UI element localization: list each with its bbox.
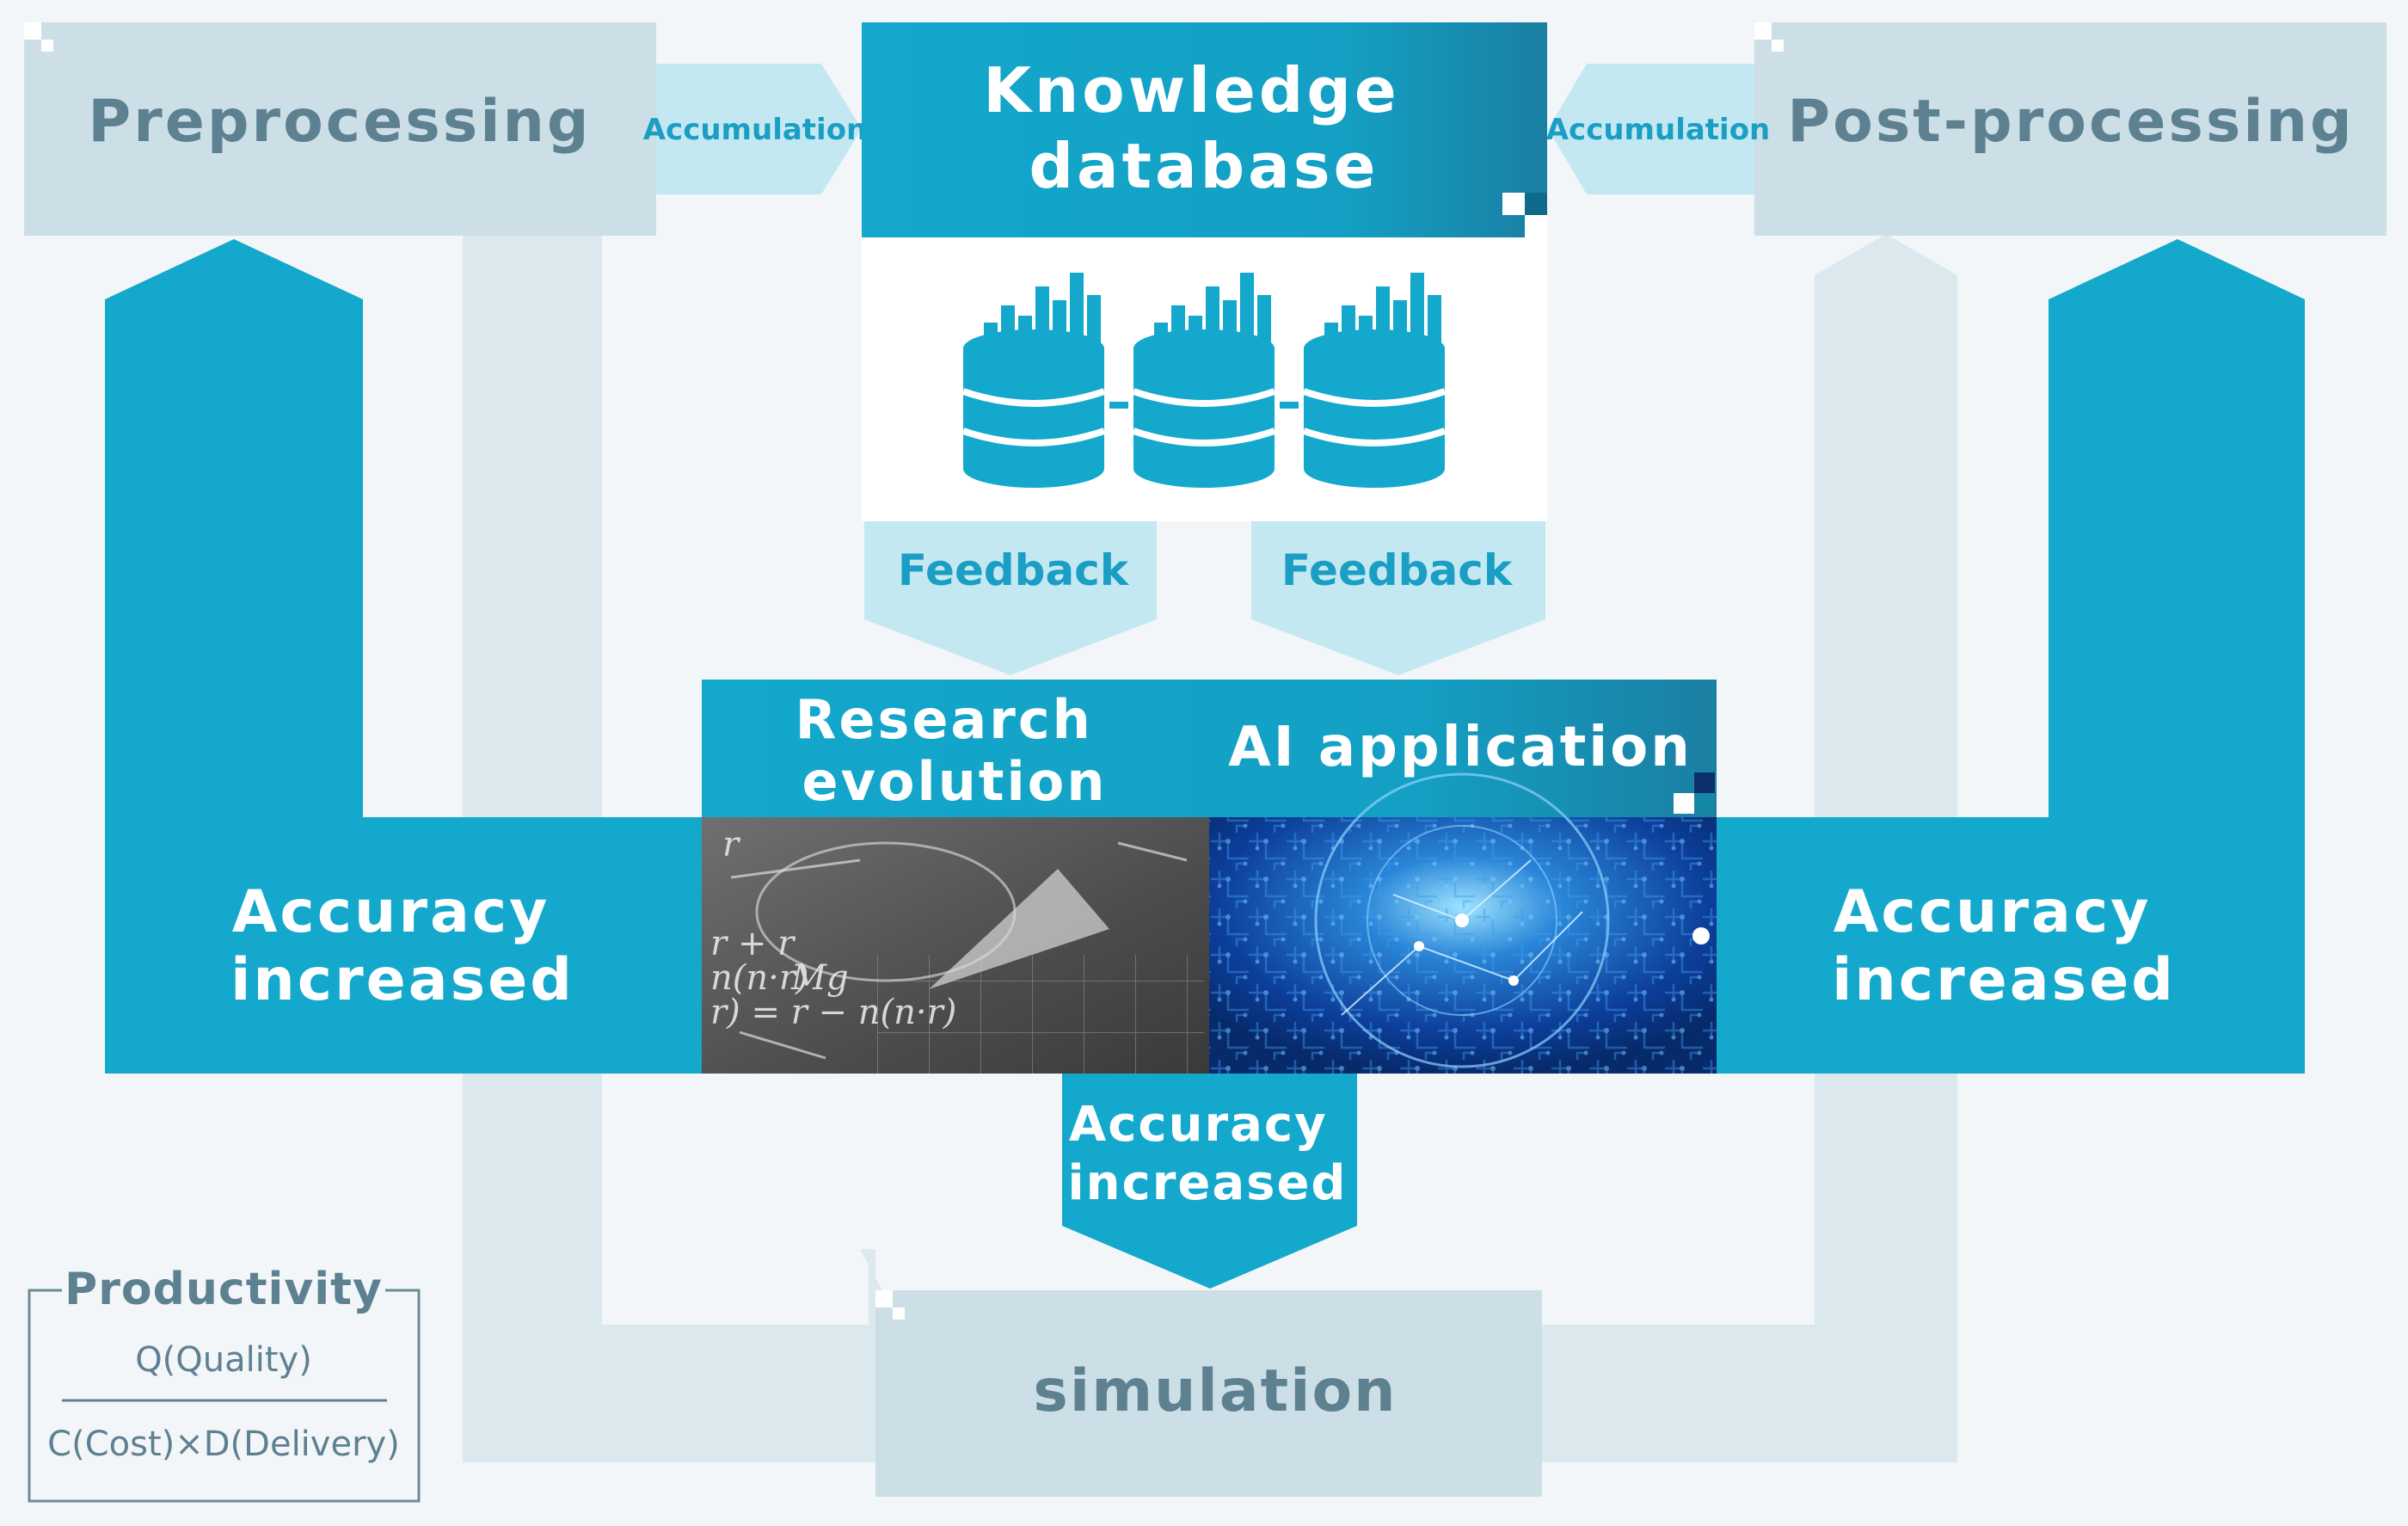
feedback-left-label: Feedback	[898, 545, 1130, 595]
accumulation-right-label: Accumulation	[1546, 113, 1771, 147]
database-cylinder-icon	[961, 273, 1106, 488]
feedback-right-label: Feedback	[1281, 545, 1514, 595]
accuracy-right-arrow	[1716, 239, 2305, 1074]
flow-right-channel	[1539, 275, 1957, 1462]
accuracy-center-label: Accuracy increased	[1067, 1097, 1347, 1211]
feedback-arrow-right: Feedback	[1251, 521, 1545, 675]
svg-text:r: r	[722, 825, 741, 865]
preprocessing-label: Preprocessing	[88, 88, 591, 156]
accuracy-flow	[105, 239, 2305, 1289]
accuracy-right-label: Accuracy increased	[1832, 878, 2176, 1014]
database-cylinder-icon	[1302, 273, 1447, 488]
productivity-title: Productivity	[64, 1264, 383, 1315]
accumulation-arrow-right: Accumulation	[1546, 64, 1771, 194]
productivity-numerator: Q(Quality)	[135, 1340, 312, 1380]
feedback-arrow-left: Feedback	[864, 521, 1157, 675]
knowledge-database-title-line1: Knowledge	[983, 54, 1399, 126]
database-link-icon	[1109, 402, 1128, 409]
research-ai-panel: Research evolution AI application r r + …	[702, 680, 1717, 1074]
flow-left-channel	[463, 232, 875, 1462]
svg-text:r + r: r + r	[710, 924, 796, 963]
accuracy-center-arrow	[1062, 1074, 1357, 1289]
preprocessing-box: Preprocessing	[24, 22, 656, 236]
database-link-icon	[1280, 402, 1299, 409]
svg-text:r) = r − n(n·r): r) = r − n(n·r)	[710, 993, 956, 1032]
svg-text:Knowledge database: Knowledge database	[983, 54, 1425, 202]
flow-right-arrowhead	[1815, 234, 1957, 275]
accumulation-arrow-left: Accumulation	[643, 64, 868, 194]
productivity-formula: Productivity Q(Quality) C(Cost)×D(Delive…	[28, 1264, 421, 1503]
ai-application-label: AI application	[1228, 716, 1692, 779]
accumulation-left-label: Accumulation	[643, 113, 868, 147]
simulation-label: simulation	[1033, 1357, 1397, 1425]
ai-network-image	[1209, 772, 1717, 1074]
knowledge-database-title-line2: database	[1029, 130, 1379, 202]
database-icons	[961, 273, 1447, 488]
accuracy-left-arrow	[105, 239, 702, 1074]
svg-text:n(n·r): n(n·r)	[710, 958, 809, 998]
productivity-denominator: C(Cost)×D(Delivery)	[47, 1424, 400, 1464]
accuracy-left-label: Accuracy increased	[230, 878, 574, 1014]
research-evolution-label: Research evolution	[796, 688, 1115, 813]
database-cylinder-icon	[1132, 273, 1276, 488]
svg-text:Mg: Mg	[790, 958, 849, 998]
post-processing-label: Post-processing	[1787, 88, 2354, 156]
simulation-box: simulation	[875, 1290, 1542, 1497]
chalkboard-math-image: r r + r n(n·r) r) = r − n(n·r) Mg	[702, 817, 1209, 1074]
post-processing-box: Post-processing	[1754, 22, 2386, 236]
